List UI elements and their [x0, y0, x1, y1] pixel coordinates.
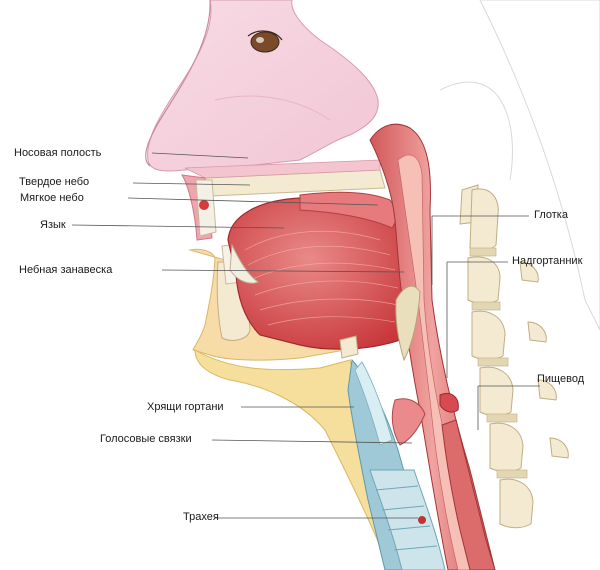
label-trachea: Трахея — [183, 511, 219, 523]
vocal-fold — [391, 398, 426, 446]
epiglottis-shape — [395, 285, 421, 362]
trachea-tube — [369, 469, 446, 570]
label-epiglottis: Надгортанник — [512, 255, 583, 267]
nose-outline — [145, 0, 211, 167]
leader-lines — [71, 152, 540, 519]
upper-incisor-root — [199, 200, 209, 210]
nasal-cavity-floor — [184, 159, 381, 179]
neck-back-outline — [439, 81, 513, 181]
leader-nasal-cavity — [151, 152, 249, 159]
leader-tongue — [71, 224, 285, 229]
leader-hard-palate — [132, 182, 251, 186]
hyoid-bone — [339, 335, 359, 359]
leader-soft-palate — [127, 197, 379, 206]
eye-highlight — [256, 37, 264, 43]
intervertebral-discs — [469, 247, 528, 479]
eye — [250, 31, 280, 53]
trachea-rings — [375, 485, 438, 551]
eyelid — [247, 30, 283, 41]
neck-outline — [479, 0, 600, 331]
label-soft-palate: Мягкое небо — [20, 192, 84, 204]
label-velum: Небная занавеска — [19, 264, 113, 276]
spinal-processes — [519, 261, 569, 459]
cervical-spine — [459, 184, 534, 529]
label-tongue: Язык — [40, 219, 66, 231]
velum-flap — [229, 243, 260, 284]
label-nasal-cavity: Носовая полость — [14, 147, 102, 159]
arytenoid — [439, 393, 459, 413]
cheek-fold — [214, 95, 331, 121]
label-hard-palate: Твердое небо — [19, 176, 90, 188]
face-skin — [147, 0, 379, 172]
tracheal-vessel — [418, 516, 426, 524]
tongue-muscle-lines — [244, 230, 399, 326]
label-vocal-cords: Голосовые связки — [100, 433, 192, 445]
label-laryngeal-cartilage: Хрящи гортани — [147, 401, 224, 413]
label-pharynx: Глотка — [534, 209, 568, 221]
esophagus-tube — [441, 419, 496, 570]
leader-vocal-cords — [211, 439, 413, 444]
label-esophagus: Пищевод — [537, 373, 585, 385]
leader-velum — [161, 269, 405, 273]
